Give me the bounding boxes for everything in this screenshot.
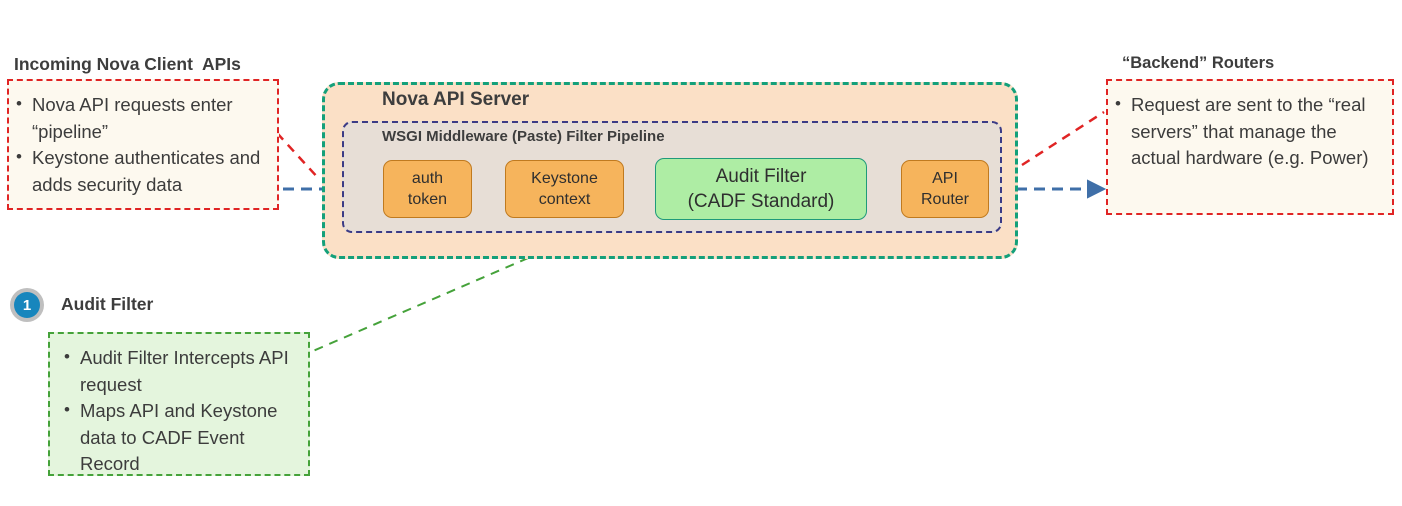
node-audit-filter[interactable]: Audit Filter (CADF Standard) <box>655 158 867 220</box>
nova-api-server-label: Nova API Server <box>382 89 530 110</box>
bottom-callout-list: Audit Filter Intercepts API request Maps… <box>61 344 298 478</box>
list-item: Audit Filter Intercepts API request <box>61 344 298 398</box>
node-line-2: Router <box>920 191 970 208</box>
node-line-1: API <box>932 170 958 187</box>
node-line-2: (CADF Standard) <box>687 191 835 212</box>
bottom-callout-heading: Audit Filter <box>61 294 154 314</box>
step-badge-number: 1 <box>14 292 40 318</box>
list-item: Keystone authenticates and adds security… <box>13 144 267 198</box>
node-line-1: Keystone <box>531 170 598 187</box>
node-line-1: Audit Filter <box>715 166 807 187</box>
right-callout-box: Request are sent to the “real servers” t… <box>1106 79 1394 215</box>
node-line-2: token <box>407 191 448 208</box>
left-callout-heading: Incoming Nova Client APIs <box>14 54 241 74</box>
node-auth-token[interactable]: auth token <box>383 160 472 218</box>
leader-right-callout <box>1021 110 1105 167</box>
step-badge: 1 <box>10 288 44 322</box>
right-callout-list: Request are sent to the “real servers” t… <box>1112 91 1382 172</box>
bottom-callout-box: Audit Filter Intercepts API request Maps… <box>48 332 310 476</box>
list-item: Nova API requests enter “pipeline” <box>13 91 267 145</box>
list-item: Maps API and Keystone data to CADF Event… <box>61 397 298 478</box>
node-keystone-context[interactable]: Keystone context <box>505 160 624 218</box>
list-item: Request are sent to the “real servers” t… <box>1112 91 1382 172</box>
node-line-2: context <box>538 191 591 208</box>
left-callout-list: Nova API requests enter “pipeline” Keyst… <box>13 91 267 198</box>
right-callout-heading: “Backend” Routers <box>1122 54 1275 72</box>
node-api-router[interactable]: API Router <box>901 160 989 218</box>
leader-left-callout <box>276 132 321 181</box>
wsgi-pipeline-label: WSGI Middleware (Paste) Filter Pipeline <box>382 128 665 145</box>
node-line-1: auth <box>411 170 444 187</box>
left-callout-box: Nova API requests enter “pipeline” Keyst… <box>7 79 279 210</box>
